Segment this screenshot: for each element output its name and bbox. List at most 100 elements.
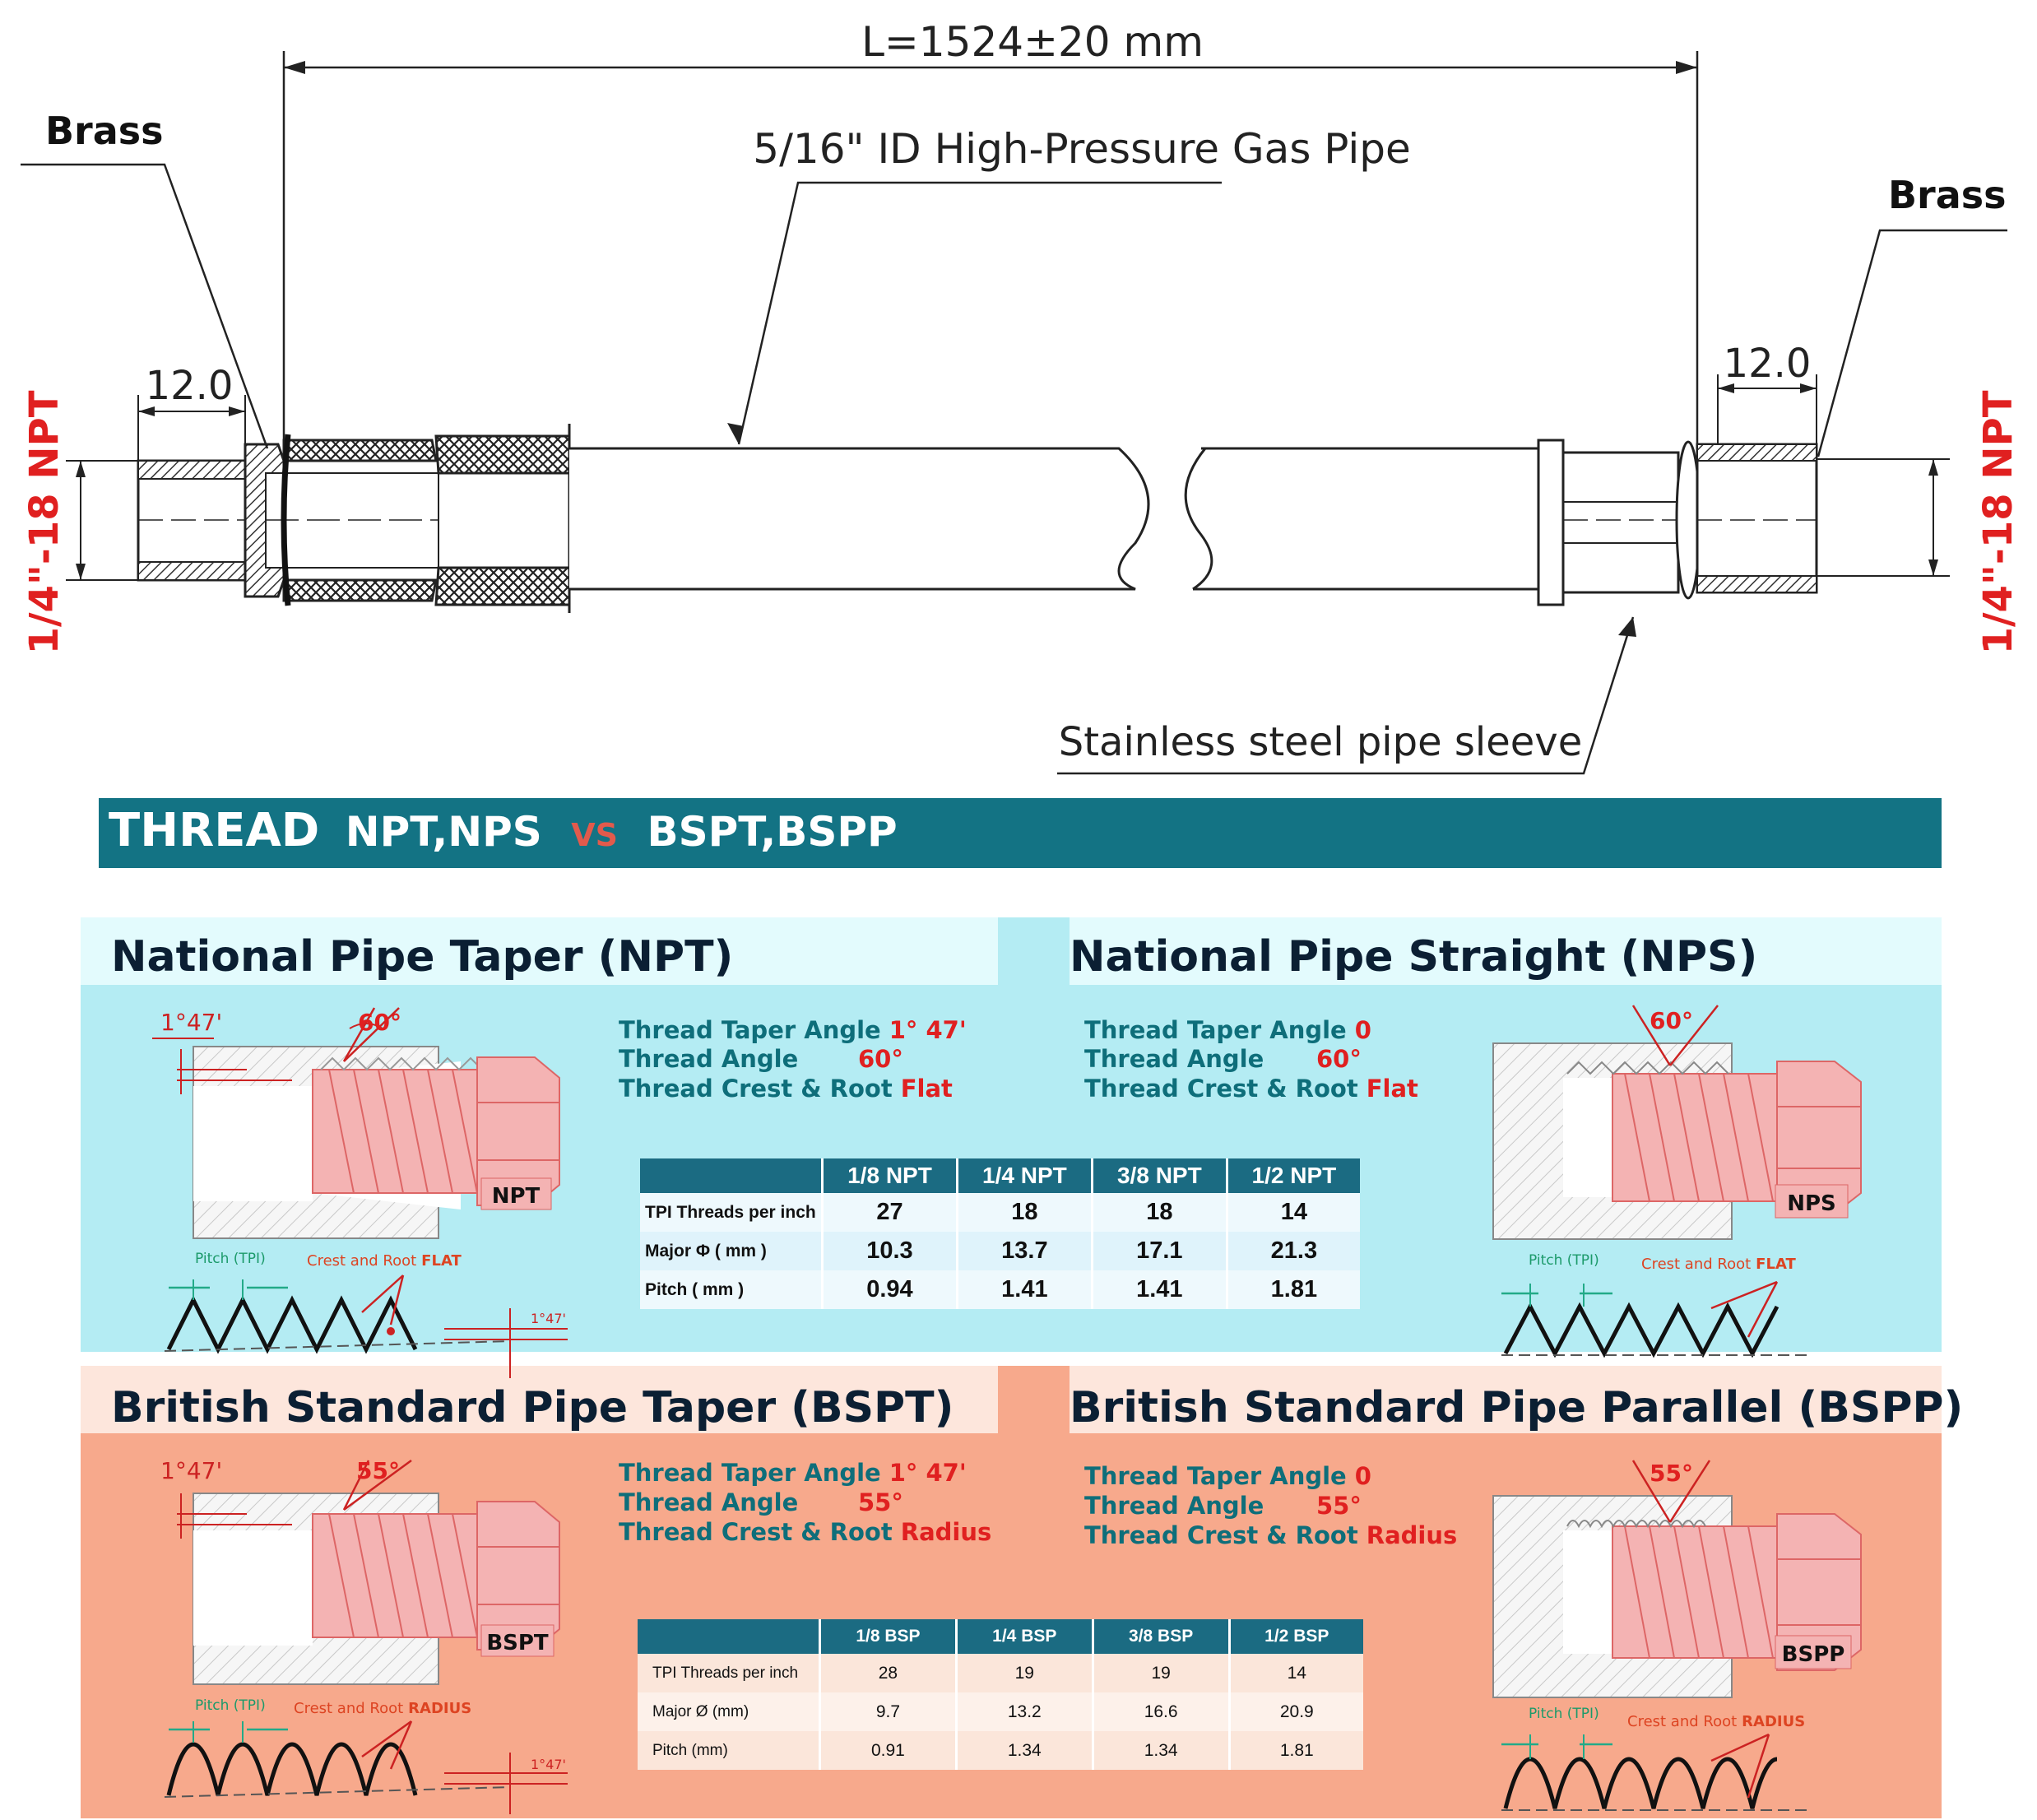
nps-angle-value: 60° [1316,1045,1362,1073]
table-cell: TPI Threads per inch [640,1193,823,1232]
bspt-small-angle: 1°47' [531,1757,566,1772]
nps-pitch-label: Pitch (TPI) [1529,1252,1599,1269]
table-header-cell: 1/8 NPT [821,1158,958,1193]
table-cell: 9.7 [819,1692,957,1731]
svg-text:Thread Angle: Thread Angle [619,1045,798,1073]
bspt-thread-diagram [164,1459,568,1814]
table-cell: 1.41 [1090,1270,1227,1309]
nps-angle-mark: 60° [1650,1007,1693,1034]
npt-taper-value: 1° 47' [889,1016,967,1044]
table-cell: 27 [821,1193,958,1232]
bspt-crest-note: Crest and Root [294,1700,403,1717]
bspt-taper-mark: 1°47' [160,1457,222,1484]
pipe-label: 5/16" ID High-Pressure Gas Pipe [753,125,1410,173]
nps-taper-value: 0 [1355,1016,1371,1044]
banner-bspt-bspp: BSPT,BSPP [647,808,898,856]
table-header-cell: 1/2 BSP [1227,1619,1363,1654]
banner-npt-nps: NPT,NPS [346,808,542,856]
table-cell: 13.7 [955,1232,1093,1270]
bspp-taper-label: Thread Taper Angle [1084,1462,1347,1490]
table-row: TPI Threads per inch 28 19 19 14 [638,1654,1363,1692]
table-header-cell: 1/8 BSP [819,1619,957,1654]
brass-label-left: Brass [45,109,164,153]
table-cell: Pitch ( mm ) [640,1270,823,1309]
thread-spec-left: 1/4"-18 NPT [21,390,67,654]
nps-title: National Pipe Straight (NPS) [1070,932,1757,982]
table-cell: 1.81 [1225,1270,1360,1309]
bspp-angle-mark: 55° [1650,1460,1693,1487]
thread-spec-right: 1/4"-18 NPT [1975,390,2021,654]
nps-crest-note: Crest and Root [1641,1256,1751,1273]
nps-crest-label: Thread Crest & Root [1084,1075,1358,1103]
table-row: Major Ø (mm) 9.7 13.2 16.6 20.9 [638,1692,1363,1731]
banner-thread: THREAD [109,804,319,857]
table-cell: TPI Threads per inch [638,1654,820,1692]
table-cell: 17.1 [1090,1232,1227,1270]
bspp-pitch-label: Pitch (TPI) [1529,1706,1599,1722]
table-cell: 19 [954,1654,1093,1692]
npt-pitch-label: Pitch (TPI) [195,1251,266,1267]
table-cell: 0.91 [819,1731,957,1770]
nps-thread-diagram [1492,1005,1862,1358]
table-cell: 18 [955,1193,1093,1232]
bspt-taper-label: Thread Taper Angle [619,1459,881,1487]
table-cell: 1.81 [1227,1731,1363,1770]
table-header-cell [640,1158,823,1193]
npt-part-tag: NPT [492,1184,541,1209]
npt-angle-value: 60° [858,1045,903,1073]
table-cell: 14 [1227,1654,1363,1692]
table-header-row: 1/8 NPT 1/4 NPT 3/8 NPT 1/2 NPT [640,1158,1360,1193]
table-header-cell: 3/8 NPT [1090,1158,1227,1193]
table-header-cell: 1/2 NPT [1225,1158,1360,1193]
nps-angle-label: Thread Angle [1084,1045,1264,1073]
bspt-crest-value: Radius [901,1518,992,1546]
bspp-crest-note-value: RADIUS [1742,1713,1805,1730]
brass-label-right: Brass [1888,173,2007,217]
nps-taper-label: Thread Taper Angle [1084,1016,1347,1044]
npt-thread-diagram [152,1007,568,1378]
nps-part-tag: NPS [1787,1191,1836,1216]
table-header-row: 1/8 BSP 1/4 BSP 3/8 BSP 1/2 BSP [638,1619,1363,1654]
table-cell: Pitch (mm) [638,1731,820,1770]
table-cell: 16.6 [1091,1692,1230,1731]
length-label: L=1524±20 mm [861,18,1204,66]
npt-small-angle: 1°47' [531,1311,566,1326]
npt-taper-mark: 1°47' [160,1009,222,1036]
npt-crest-value: Flat [901,1075,953,1103]
bspp-angle-label: Thread Angle [1084,1492,1264,1520]
table-cell: 18 [1090,1193,1227,1232]
bspp-angle-value: 55° [1316,1492,1362,1520]
bspt-part-tag: BSPT [486,1631,549,1655]
table-cell: 19 [1091,1654,1230,1692]
table-cell: 10.3 [821,1232,958,1270]
table-header-cell [638,1619,820,1654]
svg-text:Thread Angle: Thread Angle [1084,1492,1264,1520]
table-row: Pitch ( mm ) 0.94 1.41 1.41 1.81 [640,1270,1360,1309]
table-header-cell: 1/4 NPT [955,1158,1093,1193]
pipe-assembly-drawing [21,51,2007,775]
table-cell: 14 [1225,1193,1360,1232]
npt-angle-label: Thread Angle [619,1045,798,1073]
nps-crest-note-value: FLAT [1756,1256,1796,1273]
table-cell: 28 [819,1654,957,1692]
table-cell: 13.2 [954,1692,1093,1731]
npt-title: National Pipe Taper (NPT) [111,932,733,982]
npt-spec-table: 1/8 NPT 1/4 NPT 3/8 NPT 1/2 NPT TPI Thre… [640,1158,1360,1309]
bspp-crest-value: Radius [1367,1521,1458,1549]
bspp-part-tag: BSPP [1782,1642,1845,1667]
sleeve-label: Stainless steel pipe sleeve [1059,719,1583,765]
table-cell: 0.94 [821,1270,958,1309]
svg-text:Thread Angle: Thread Angle [1084,1045,1264,1073]
table-cell: Major Φ ( mm ) [640,1232,823,1270]
bspp-title: British Standard Pipe Parallel (BSPP) [1070,1383,1963,1432]
table-cell: 20.9 [1227,1692,1363,1731]
bspt-title: British Standard Pipe Taper (BSPT) [111,1383,954,1432]
bspt-angle-mark: 55° [356,1457,400,1484]
